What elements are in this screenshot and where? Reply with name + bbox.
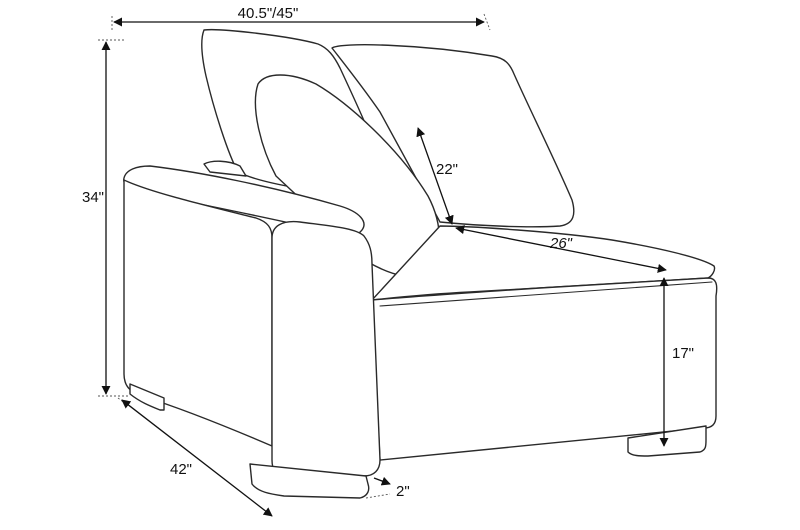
leg-height-label: 2" [396,483,410,500]
seat-depth-label: 26" [549,235,573,252]
height-label: 34" [82,189,104,206]
arm-front [271,220,381,479]
sofa-outline [123,28,718,499]
sofa-base-front [371,277,718,461]
depth-extension [117,397,127,405]
seat-depth-arrow [455,225,667,273]
dimension-lines [98,13,669,517]
dimension-labels: 40.5"/45" 34" 22" 26" 17" 42" 2" [82,5,694,500]
width-extension-right [483,13,491,31]
depth-label: 42" [170,461,192,478]
seat-height-label: 17" [672,345,694,362]
leg-height-extension [365,493,391,499]
arm-side [123,179,273,447]
back-height-label: 22" [436,161,458,178]
depth-arrow [121,399,273,517]
leg-height-arrow [373,476,391,486]
back-height-arrow [416,127,454,225]
back-corner [203,160,247,177]
width-label: 40.5"/45" [238,5,299,22]
